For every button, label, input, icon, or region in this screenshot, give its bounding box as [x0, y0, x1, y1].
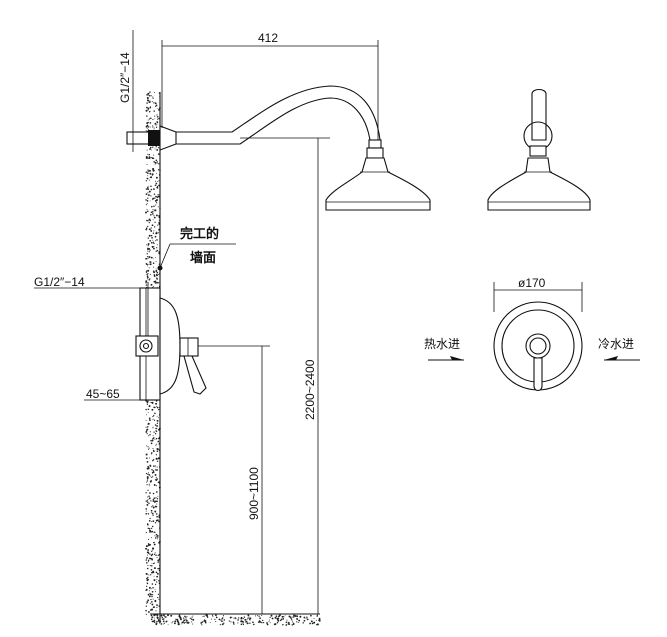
dimension-valve-height: 900~1100 [198, 345, 270, 614]
valve-lever-side [183, 355, 207, 395]
valve-depth-label: 45~65 [86, 387, 120, 401]
arm-front [531, 88, 547, 141]
valve-stem [179, 337, 199, 357]
floor-texture [150, 614, 321, 626]
arm-lower-edge [176, 97, 371, 145]
valve-height-label: 900~1100 [247, 467, 261, 520]
cold-inlet-label: 冷水进 [598, 337, 634, 351]
top-thread-label: G1/2″−14 [118, 52, 132, 103]
arm-upper-edge [176, 85, 381, 141]
showerhead-height-label: 2200~2400 [303, 359, 317, 420]
dimension-showerhead-height: 2200~2400 [240, 137, 330, 614]
valve-side [135, 287, 207, 401]
escutcheon-diameter-label: ø170 [518, 276, 546, 290]
valve-lever-front [533, 357, 543, 392]
arm-reach-label: 412 [258, 31, 278, 45]
valve-front: ø170 [493, 276, 583, 392]
head-swivel-nut [366, 147, 384, 159]
dimension-top-thread: G1/2″−14 [118, 30, 134, 152]
shower-head-side [325, 157, 431, 211]
cold-inlet-arrow [604, 356, 618, 360]
dimension-valve-thread: G1/2″−14 [34, 275, 149, 336]
hot-inlet-arrow [450, 356, 464, 360]
top-inlet-nut [148, 130, 160, 146]
cold-water-inlet: 冷水进 [598, 337, 640, 361]
hot-water-inlet: 热水进 [424, 337, 464, 361]
finished-wall-callout: 完工的 墙面 [157, 226, 236, 271]
shower-head-front-body [487, 157, 591, 211]
shower-arm-side [126, 85, 431, 211]
dimension-valve-depth: 45~65 [84, 387, 160, 401]
hot-inlet-label: 热水进 [424, 337, 460, 351]
head-swivel-top [368, 139, 382, 149]
top-inlet-stub [126, 131, 152, 145]
valve-escutcheon-side [159, 297, 181, 395]
shower-head-front [487, 88, 591, 211]
valve-thread-label: G1/2″−14 [34, 275, 85, 289]
arm-flange [159, 125, 177, 151]
finished-wall-label-2: 墙面 [190, 250, 216, 266]
dimension-arm-reach: 412 [161, 31, 379, 140]
finished-wall-label-1: 完工的 [180, 226, 219, 242]
